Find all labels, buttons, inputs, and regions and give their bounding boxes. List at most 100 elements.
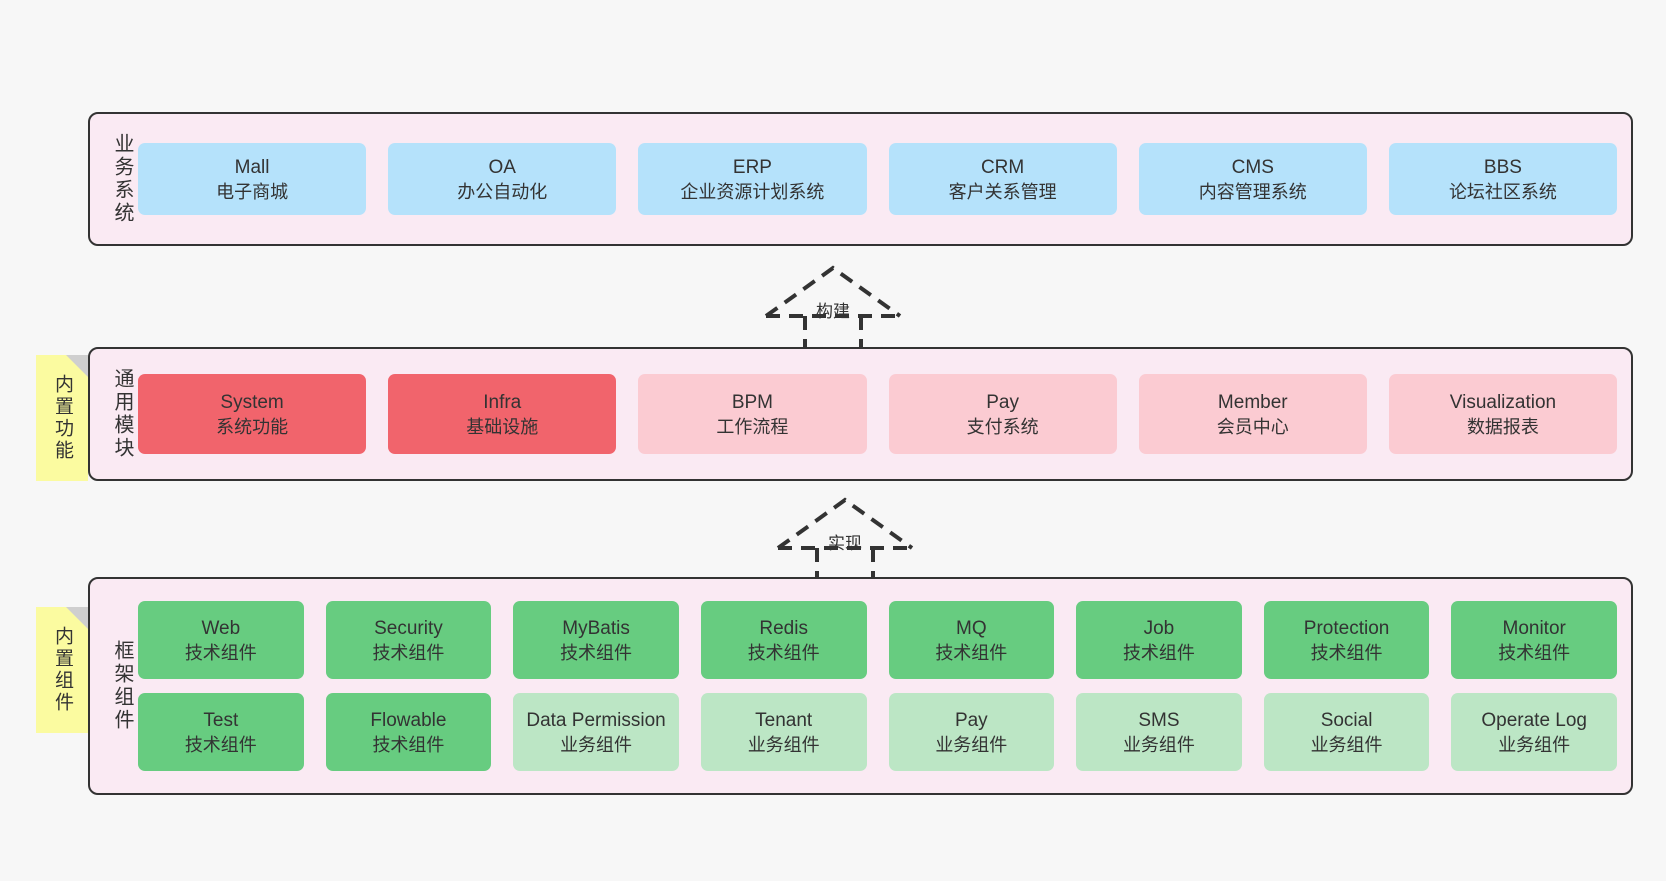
card-subtitle: 技术组件: [372, 734, 445, 755]
card-title: Tenant: [755, 709, 813, 731]
card-erp[interactable]: ERP 企业资源计划系统: [638, 143, 867, 215]
sticky-note-label: 内置组件: [52, 626, 73, 714]
card-subtitle: 电子商城: [216, 181, 289, 202]
card-subtitle: 基础设施: [466, 416, 539, 437]
note-fold-corner: [66, 355, 88, 377]
card-mall[interactable]: Mall 电子商城: [138, 143, 367, 215]
arrow-head-implement: [776, 497, 914, 550]
note-fold-corner: [66, 607, 88, 629]
card-title: Web: [201, 617, 241, 639]
card-pay-business[interactable]: Pay 业务组件: [888, 693, 1055, 771]
card-subtitle: 工作流程: [716, 416, 789, 437]
card-title: Job: [1143, 617, 1175, 639]
card-data-permission[interactable]: Data Permission 业务组件: [513, 693, 679, 771]
layer-body-business-systems: Mall 电子商城 OA 办公自动化 ERP 企业资源计划系统 CRM 客户关系…: [134, 143, 1631, 215]
card-subtitle: 业务组件: [1498, 734, 1571, 755]
card-security[interactable]: Security 技术组件: [325, 601, 492, 679]
card-title: BPM: [731, 391, 774, 413]
card-subtitle: 业务组件: [747, 734, 820, 755]
card-oa[interactable]: OA 办公自动化: [388, 143, 617, 215]
card-subtitle: 办公自动化: [457, 181, 548, 202]
card-subtitle: 业务组件: [1310, 734, 1383, 755]
card-subtitle: 技术组件: [935, 642, 1008, 663]
card-title: System: [220, 391, 284, 413]
card-title: Monitor: [1502, 617, 1566, 639]
card-subtitle: 技术组件: [1498, 642, 1571, 663]
arrow-implement: 实现: [770, 494, 920, 586]
layer-common-modules: 通用模块 System 系统功能 Infra 基础设施 BPM 工作流程 Pay…: [88, 347, 1633, 481]
row-business-systems: Mall 电子商城 OA 办公自动化 ERP 企业资源计划系统 CRM 客户关系…: [138, 143, 1618, 215]
card-title: Infra: [483, 391, 522, 413]
card-operate-log[interactable]: Operate Log 业务组件: [1451, 693, 1617, 771]
arrow-label-build: 构建: [816, 302, 850, 321]
card-subtitle: 企业资源计划系统: [680, 181, 825, 202]
card-infra[interactable]: Infra 基础设施: [388, 374, 617, 454]
card-subtitle: 系统功能: [216, 416, 289, 437]
layer-business-systems: 业务系统 Mall 电子商城 OA 办公自动化 ERP 企业资源计划系统 CRM…: [88, 112, 1633, 246]
card-title: Redis: [759, 617, 808, 639]
card-subtitle: 技术组件: [372, 642, 445, 663]
arrow-label-implement: 实现: [828, 534, 862, 553]
card-title: Operate Log: [1481, 709, 1587, 731]
card-tenant[interactable]: Tenant 业务组件: [700, 693, 867, 771]
sticky-note-builtin-components: 内置组件: [36, 607, 88, 733]
card-system[interactable]: System 系统功能: [138, 374, 367, 454]
card-title: CRM: [980, 156, 1025, 178]
card-job[interactable]: Job 技术组件: [1076, 601, 1242, 679]
layer-body-common-modules: System 系统功能 Infra 基础设施 BPM 工作流程 Pay 支付系统…: [134, 374, 1631, 454]
card-flowable[interactable]: Flowable 技术组件: [325, 693, 492, 771]
card-title: Test: [203, 709, 239, 731]
card-mybatis[interactable]: MyBatis 技术组件: [513, 601, 679, 679]
card-title: CMS: [1231, 156, 1274, 178]
card-bbs[interactable]: BBS 论坛社区系统: [1388, 143, 1618, 215]
card-title: Social: [1320, 709, 1373, 731]
card-title: Member: [1217, 391, 1288, 413]
card-title: SMS: [1138, 709, 1180, 731]
sticky-note-builtin-features: 内置功能: [36, 355, 88, 481]
card-title: Flowable: [370, 709, 447, 731]
row-business-components: Test 技术组件 Flowable 技术组件 Data Permission …: [138, 693, 1617, 771]
card-subtitle: 数据报表: [1466, 416, 1539, 437]
arrow-build: 构建: [758, 262, 908, 354]
card-subtitle: 业务组件: [935, 734, 1008, 755]
card-title: OA: [488, 156, 516, 178]
card-monitor[interactable]: Monitor 技术组件: [1451, 601, 1617, 679]
card-cms[interactable]: CMS 内容管理系统: [1138, 143, 1367, 215]
card-subtitle: 内容管理系统: [1198, 181, 1307, 202]
layer-label-framework-components: 框架组件: [111, 640, 133, 732]
card-title: BBS: [1483, 156, 1522, 178]
card-test[interactable]: Test 技术组件: [138, 693, 304, 771]
arrow-head-build: [764, 265, 902, 318]
card-pay[interactable]: Pay 支付系统: [888, 374, 1117, 454]
card-protection[interactable]: Protection 技术组件: [1263, 601, 1430, 679]
card-title: Pay: [986, 391, 1019, 413]
card-subtitle: 技术组件: [560, 642, 633, 663]
card-sms[interactable]: SMS 业务组件: [1076, 693, 1242, 771]
card-social[interactable]: Social 业务组件: [1263, 693, 1430, 771]
card-redis[interactable]: Redis 技术组件: [700, 601, 867, 679]
row-tech-components: Web 技术组件 Security 技术组件 MyBatis 技术组件 Redi…: [138, 601, 1617, 679]
card-mq[interactable]: MQ 技术组件: [888, 601, 1055, 679]
card-subtitle: 客户关系管理: [948, 181, 1057, 202]
card-bpm[interactable]: BPM 工作流程: [638, 374, 867, 454]
card-subtitle: 业务组件: [1122, 734, 1195, 755]
card-title: Security: [374, 617, 443, 639]
card-subtitle: 支付系统: [966, 416, 1039, 437]
card-title: MyBatis: [562, 617, 630, 639]
card-subtitle: 技术组件: [184, 734, 257, 755]
card-crm[interactable]: CRM 客户关系管理: [888, 143, 1117, 215]
card-member[interactable]: Member 会员中心: [1138, 374, 1367, 454]
layer-label-common-modules: 通用模块: [111, 368, 133, 460]
row-common-modules: System 系统功能 Infra 基础设施 BPM 工作流程 Pay 支付系统…: [138, 374, 1618, 454]
card-title: Pay: [954, 709, 988, 731]
layer-body-framework-components: Web 技术组件 Security 技术组件 MyBatis 技术组件 Redi…: [134, 601, 1631, 771]
card-web[interactable]: Web 技术组件: [138, 601, 304, 679]
card-subtitle: 技术组件: [184, 642, 257, 663]
layer-label-business-systems: 业务系统: [111, 133, 133, 225]
layer-framework-components: 框架组件 Web 技术组件 Security 技术组件 MyBatis 技术组件…: [88, 577, 1633, 795]
sticky-note-label: 内置功能: [52, 374, 73, 462]
card-title: Data Permission: [526, 709, 666, 731]
card-title: Mall: [234, 156, 270, 178]
card-visualization[interactable]: Visualization 数据报表: [1388, 374, 1618, 454]
